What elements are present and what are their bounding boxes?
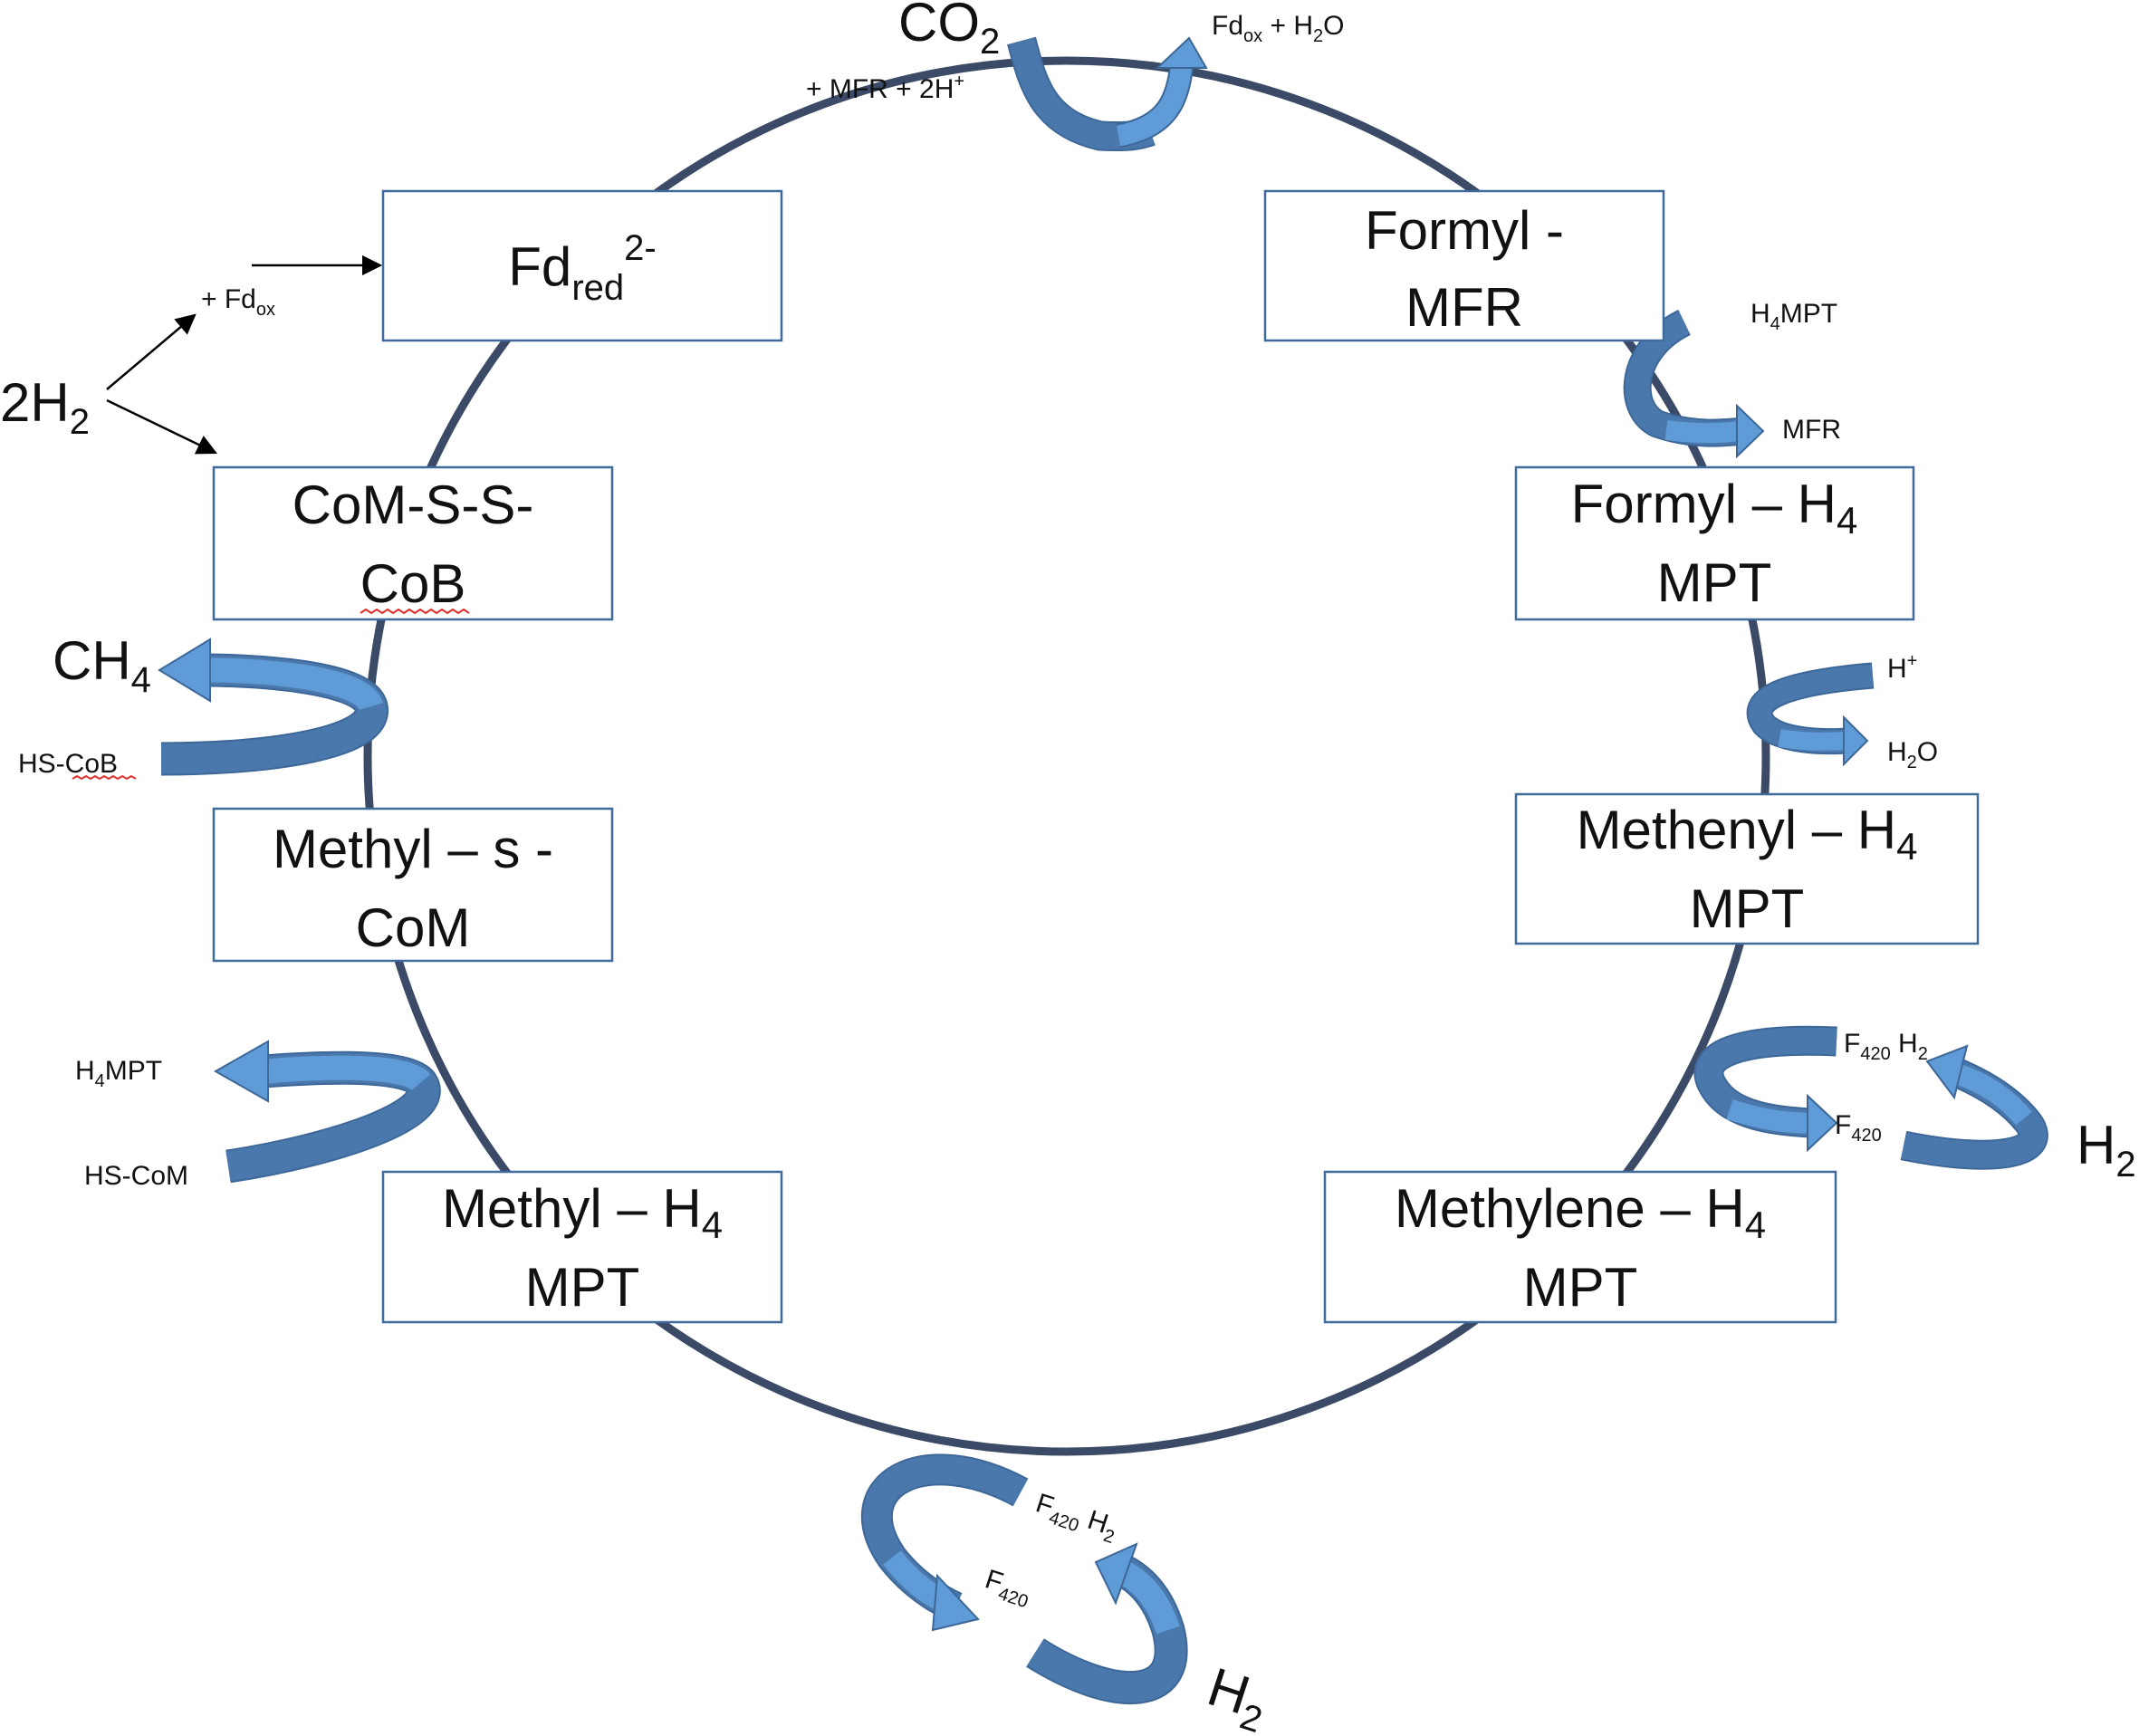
methenyl-h4mpt-line2: MPT [1690, 878, 1805, 939]
label-h4mpt-out: H4MPT [75, 1056, 162, 1091]
com-s-s-cob-line2: CoB [360, 553, 466, 614]
spellcheck-underline-cob [360, 608, 470, 615]
label-f420-right: F420 [1835, 1110, 1882, 1146]
label-h2-right: H2 [2077, 1115, 2136, 1185]
h2o-arrowhead [1843, 715, 1869, 767]
methylene-h4mpt-sub: 4 [1745, 1204, 1766, 1246]
label-f420h2-right: F420 H2 [1844, 1029, 1928, 1064]
fdox-arrowhead [1155, 36, 1208, 69]
box-methenyl-h4mpt: Methenyl – H4 MPT [1514, 792, 1980, 945]
formyl-mfr-line1: Formyl - [1365, 200, 1564, 261]
svg-text:Fdred2-: Fdred2- [508, 228, 656, 308]
svg-text:Formyl – H4: Formyl – H4 [1571, 474, 1858, 542]
h4mpt-out-arrowhead [213, 1040, 269, 1103]
label-h2-bottom: H2 [1198, 1656, 1276, 1736]
box-formyl-mfr: Formyl - MFR [1263, 189, 1665, 342]
methyl-s-com-line1: Methyl – s - [273, 819, 553, 879]
label-f420h2-bottom: F420 H2 [1031, 1488, 1121, 1548]
label-co2: CO2 [898, 0, 1000, 62]
h2-right-arrowhead [1925, 1044, 1969, 1100]
co2-reaction-arrow [1007, 36, 1208, 151]
box-formyl-h4mpt: Formyl – H4 MPT [1514, 465, 1915, 621]
label-ch4: CH4 [53, 630, 151, 700]
box-methyl-s-com: Methyl – s - CoM [212, 807, 614, 963]
formyl-h4mpt-main: Formyl – H [1571, 474, 1837, 534]
label-mfr-out: MFR [1782, 415, 1841, 445]
box-fd-red: Fdred2- [381, 189, 783, 342]
label-f420-bottom: F420 [980, 1564, 1035, 1612]
methylene-h4mpt-main: Methylene – H [1395, 1178, 1745, 1239]
com-s-s-cob-line1: CoM-S-S- [293, 475, 534, 535]
methylene-h4mpt-line2: MPT [1523, 1257, 1638, 1318]
f420-right-arrow [1693, 1025, 1838, 1153]
label-h4mpt-in: H4MPT [1751, 299, 1837, 334]
fd-red-sub: red [571, 268, 624, 308]
f420-bottom-arrow [860, 1453, 1029, 1632]
methyl-h4mpt-line2: MPT [525, 1257, 640, 1318]
methenyl-h4mpt-sub: 4 [1896, 825, 1917, 868]
label-h-plus: H+ [1887, 651, 1917, 684]
methyl-h4mpt-main: Methyl – H [442, 1178, 702, 1239]
label-h2o: H2O [1887, 737, 1938, 772]
h2-bottom-arrow [1026, 1542, 1188, 1704]
hscom-h4mpt-arrow [213, 1040, 441, 1184]
label-plus-fdox: + Fdox [201, 284, 275, 320]
f420-bottom-arrowhead [931, 1573, 980, 1632]
svg-text:Methenyl – H4: Methenyl – H4 [1577, 800, 1918, 868]
label-hs-com: HS-CoM [84, 1161, 188, 1191]
h4mpt-mfr-arrow [1623, 310, 1765, 459]
two-h2-to-heterodisulfide-arrow [106, 398, 218, 455]
spellcheck-underline-hs-cob [72, 774, 137, 781]
label-hs-cob: HS-CoB [18, 749, 118, 779]
label-mfr-2h: + MFR + 2H+ [806, 72, 964, 104]
methyl-s-com-line2: CoM [356, 897, 471, 958]
hscob-ch4-arrow [158, 638, 388, 776]
box-methyl-h4mpt: Methyl – H4 MPT [381, 1170, 783, 1324]
svg-text:Methylene – H4: Methylene – H4 [1395, 1178, 1766, 1246]
mfr-arrowhead [1736, 403, 1765, 459]
methenyl-h4mpt-main: Methenyl – H [1577, 800, 1897, 860]
box-methylene-h4mpt: Methylene – H4 MPT [1323, 1170, 1837, 1324]
formyl-h4mpt-sub: 4 [1837, 499, 1857, 542]
hplus-h2o-arrow [1746, 662, 1875, 767]
cycle-ring [363, 56, 1770, 1456]
formyl-h4mpt-line2: MPT [1657, 552, 1772, 613]
formyl-mfr-line2: MFR [1405, 277, 1523, 338]
methyl-h4mpt-sub: 4 [702, 1204, 723, 1246]
h2-bottom-arrowhead [1094, 1542, 1138, 1606]
label-two-h2: 2H2 [0, 372, 90, 442]
fd-red-main: Fd [508, 236, 571, 297]
svg-text:Methyl – H4: Methyl – H4 [442, 1178, 723, 1246]
box-com-s-s-cob: CoM-S-S- CoB [212, 465, 614, 621]
f420-right-arrowhead [1807, 1093, 1838, 1153]
ch4-out-arrowhead [158, 638, 211, 703]
label-fdox-h2o: Fdox + H2O [1212, 11, 1344, 46]
fd-red-sup: 2- [624, 228, 657, 268]
h2-right-arrow [1900, 1044, 2048, 1170]
two-h2-to-fdox-arrow [106, 313, 197, 390]
